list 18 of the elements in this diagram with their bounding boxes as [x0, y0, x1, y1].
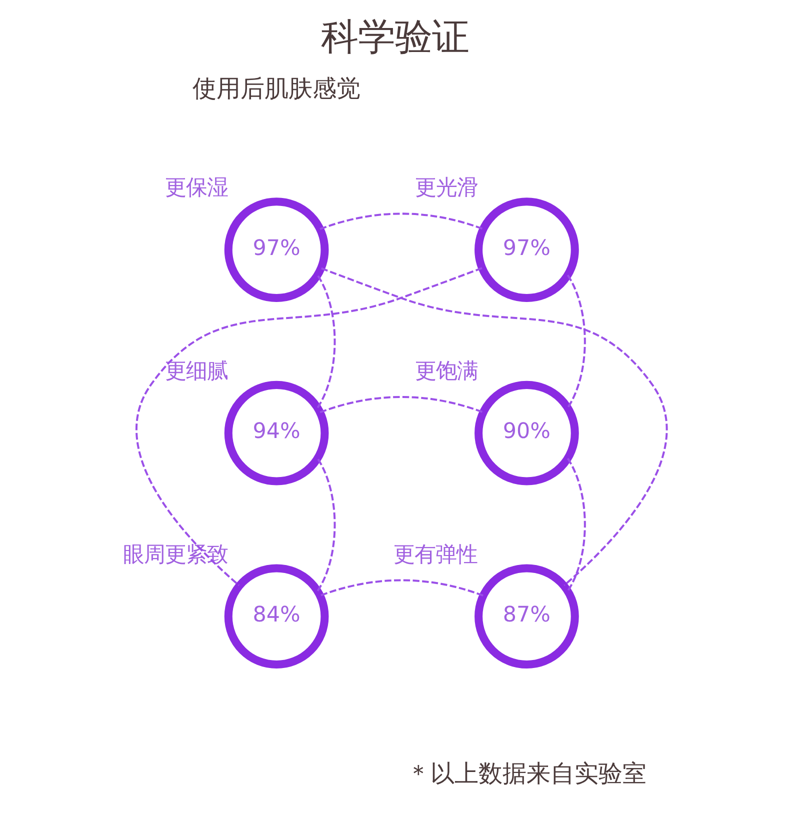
label: 使用后肌肤感觉 [192, 74, 361, 102]
node-circle: 84% [224, 564, 329, 668]
node-circle: 87% [474, 564, 579, 668]
node-circle: 94% [224, 380, 329, 485]
diagram-title: 科学验证 [320, 14, 469, 58]
connector [136, 266, 482, 586]
connector [316, 274, 336, 408]
label: ＊以上数据来自实验室 [406, 758, 647, 787]
connector [320, 212, 484, 230]
connector [566, 274, 586, 408]
connector [320, 396, 484, 413]
connector [566, 457, 586, 591]
node-circle: 97% [474, 197, 579, 302]
node-circle: 90% [474, 380, 579, 485]
connector [320, 578, 484, 596]
connector [316, 457, 336, 591]
node-circle: 97% [224, 197, 329, 302]
connector [321, 266, 668, 586]
